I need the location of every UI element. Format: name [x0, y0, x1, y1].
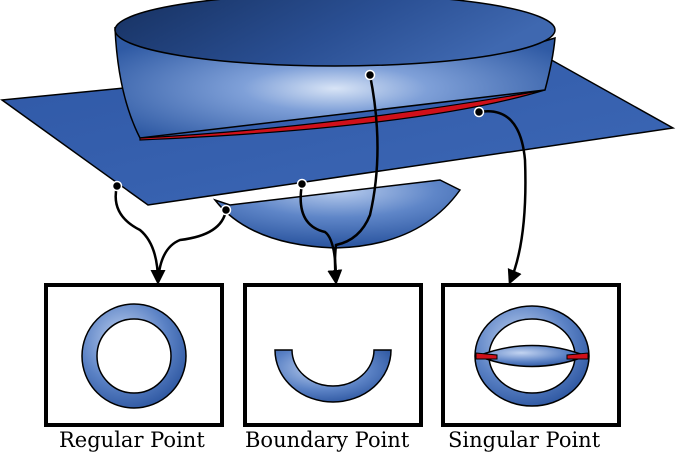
- point-boundary-sphere: [364, 69, 376, 81]
- connector-regular-1: [114, 185, 166, 285]
- point-regular-sphere: [220, 204, 232, 216]
- bowl-rim: [114, 0, 556, 67]
- singular-curve: [139, 89, 546, 141]
- caption-singular: Singular Point: [448, 428, 601, 452]
- point-singular: [473, 106, 485, 118]
- point-boundary-plane: [296, 178, 308, 190]
- annulus-regular: [81, 303, 187, 409]
- singular-cut-left: [475, 352, 498, 360]
- connector-boundary-2: [299, 183, 338, 283]
- caption-regular: Regular Point: [59, 428, 205, 452]
- caption-boundary: Boundary Point: [245, 428, 410, 452]
- half-annulus-boundary: [274, 349, 392, 403]
- connector-regular-2: [156, 209, 228, 283]
- point-regular-plane: [111, 180, 123, 192]
- panel-boundary: [243, 283, 423, 427]
- connector-singular: [478, 109, 527, 285]
- singular-cut-right: [566, 352, 589, 360]
- hemisphere-lower: [212, 179, 462, 249]
- connector-lines: [114, 74, 527, 285]
